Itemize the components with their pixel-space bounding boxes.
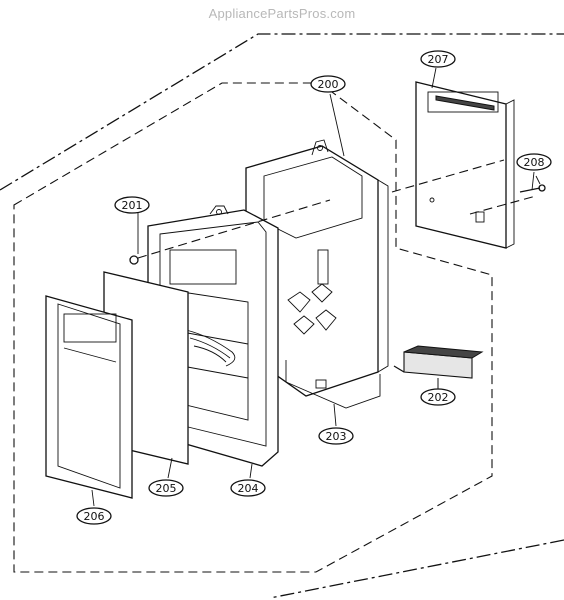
part-202-block — [403, 345, 484, 392]
callout-label-208: 208 — [524, 156, 545, 169]
callout-204: 204 — [230, 479, 266, 497]
callout-206: 206 — [76, 507, 112, 525]
callout-label-205: 205 — [156, 482, 177, 495]
watermark: AppliancePartsPros.com — [208, 6, 356, 21]
callout-label-200: 200 — [318, 78, 339, 91]
callout-200: 200 — [310, 75, 346, 93]
part-201-screw — [129, 199, 331, 265]
callout-205: 205 — [148, 479, 184, 497]
callout-label-201: 201 — [122, 199, 143, 212]
outer-boundary — [0, 33, 564, 599]
part-203-bracket — [245, 139, 405, 409]
callout-208: 208 — [516, 153, 552, 171]
callout-label-203: 203 — [326, 430, 347, 443]
part-207-pcb — [391, 81, 537, 249]
callout-label-202: 202 — [428, 391, 449, 404]
assembly-boundary — [13, 82, 493, 573]
part-208-screw — [519, 175, 546, 193]
callout-201: 201 — [114, 196, 150, 214]
callout-203: 203 — [318, 427, 354, 445]
leader-lines — [91, 67, 535, 507]
part-206-frame — [45, 295, 133, 499]
callout-202: 202 — [420, 388, 456, 406]
callout-label-207: 207 — [428, 53, 449, 66]
callout-207: 207 — [420, 50, 456, 68]
callout-label-204: 204 — [238, 482, 259, 495]
callout-label-206: 206 — [84, 510, 105, 523]
